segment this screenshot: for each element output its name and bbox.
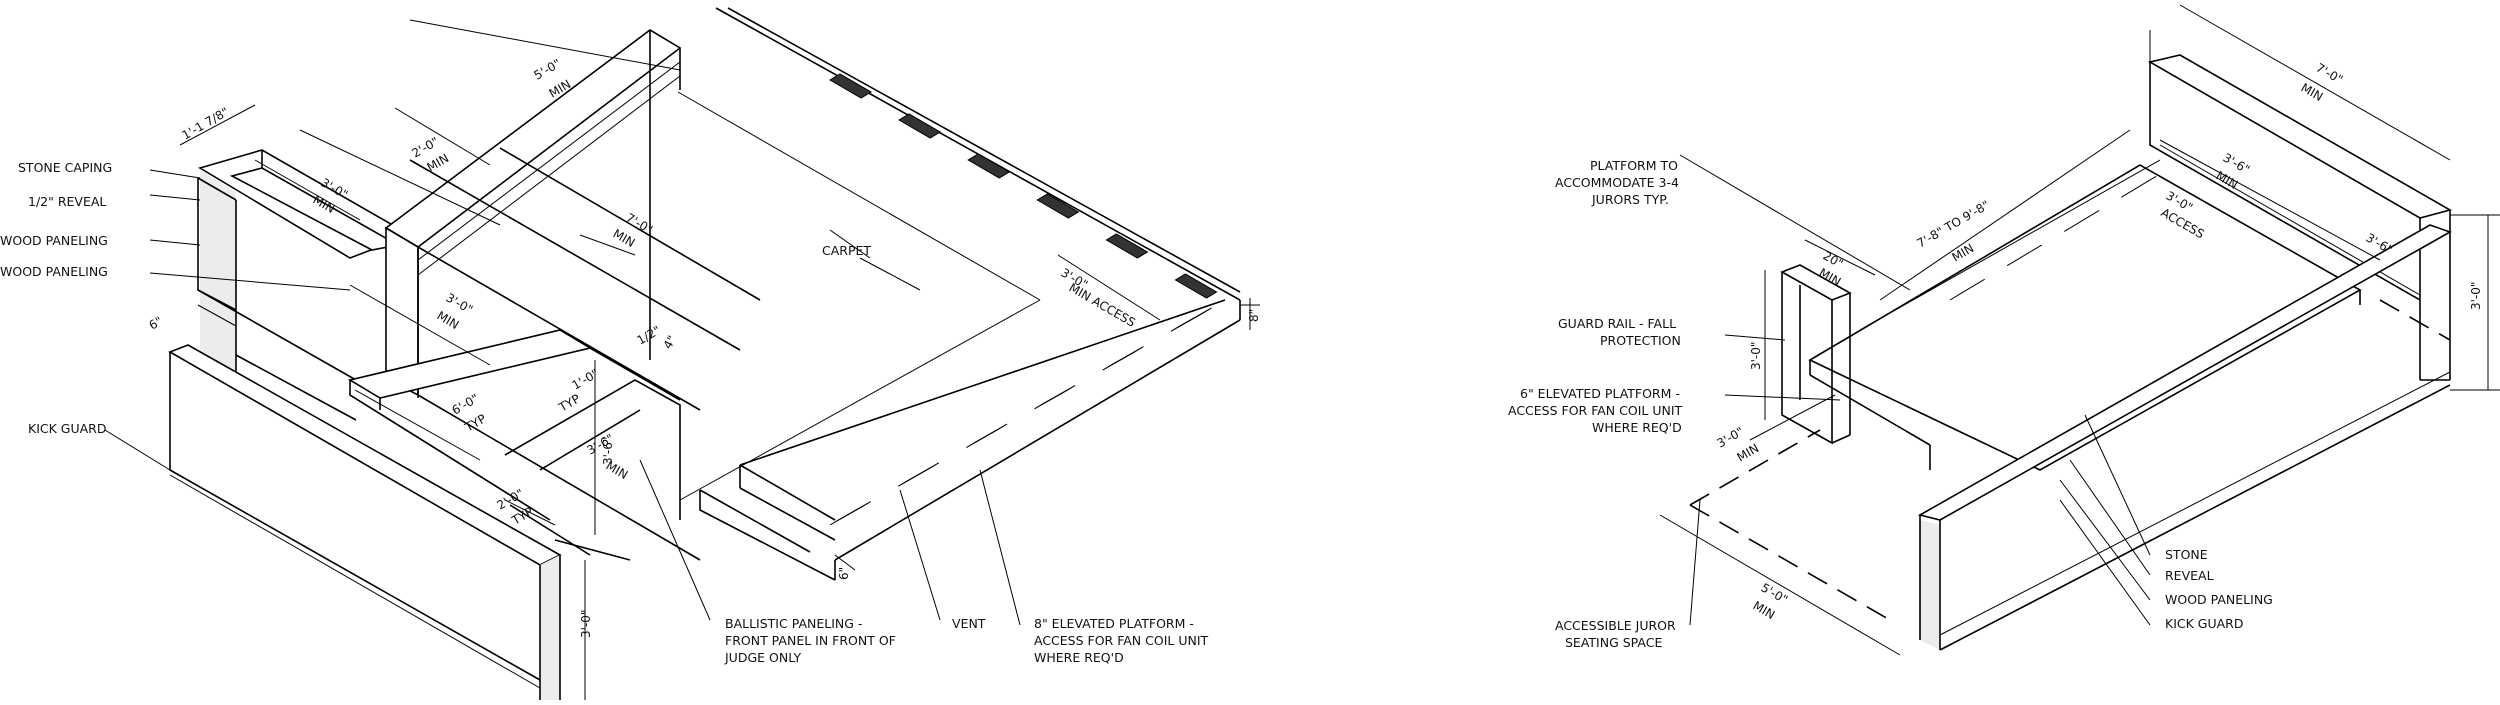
label-vent: VENT xyxy=(952,616,986,631)
dim-8-in: 8" xyxy=(1247,309,1261,322)
label-ballistic-3: JUDGE ONLY xyxy=(724,650,802,665)
rdim-3-0-v: 3'-0" xyxy=(2469,282,2483,310)
vent-segment xyxy=(1174,273,1218,299)
dim-6-in: 6" xyxy=(147,314,165,333)
label-platform-1: PLATFORM TO xyxy=(1590,158,1678,173)
dim-half: 1/2" xyxy=(635,323,664,348)
left-dimension-lines xyxy=(104,19,1260,700)
label-accessible-2: SEATING SPACE xyxy=(1565,635,1662,650)
label-accessible-1: ACCESSIBLE JUROR xyxy=(1555,618,1676,633)
rdim-3-6-b: 3'-6" xyxy=(2364,230,2396,256)
label-stone: STONE xyxy=(2165,547,2208,562)
label-elev6-3: WHERE REQ'D xyxy=(1592,420,1682,435)
dim-3-6-v: 3'-6" xyxy=(601,437,615,465)
label-platform8-2: ACCESS FOR FAN COIL UNIT xyxy=(1034,633,1209,648)
label-platform-2: ACCOMMODATE 3-4 xyxy=(1555,175,1679,190)
vent-strips xyxy=(829,73,1218,526)
dim-min-e: MIN xyxy=(435,308,462,332)
vent-segment xyxy=(898,113,942,139)
vent-segment xyxy=(1170,307,1212,332)
label-guard-2: PROTECTION xyxy=(1600,333,1681,348)
jury-box-drawing: PLATFORM TO ACCOMMODATE 3-4 JURORS TYP. … xyxy=(1508,4,2500,656)
vent-segment xyxy=(829,73,873,99)
rdim-min-f: MIN xyxy=(1751,598,1778,622)
vent-segment xyxy=(966,423,1008,448)
vent-segment xyxy=(1036,193,1080,219)
rdim-7-0: 7'-0" xyxy=(2314,60,2346,86)
dim-4-in: 4" xyxy=(660,333,679,351)
label-guard-1: GUARD RAIL - FALL xyxy=(1558,316,1676,331)
jury-platform xyxy=(1808,159,2362,471)
vent-segment xyxy=(2064,210,2100,232)
dim-1-0: 1'-0" xyxy=(570,366,602,392)
label-platform-3: JURORS TYP. xyxy=(1591,192,1669,207)
rdim-7-8-to-9-8: 7'-8" TO 9'-8" xyxy=(1915,198,1992,251)
dim-1-7-8: 1'-1 7/8" xyxy=(180,105,232,143)
platform-floor xyxy=(677,7,1241,581)
label-stone-caping: STONE CAPING xyxy=(18,160,112,175)
label-elev6-2: ACCESS FOR FAN COIL UNIT xyxy=(1508,403,1683,418)
label-half-reveal: 1/2" REVEAL xyxy=(28,194,106,209)
vent-segment xyxy=(1034,384,1076,410)
judge-desk xyxy=(384,29,761,561)
vent-segment xyxy=(2121,175,2157,198)
vent-segment xyxy=(897,462,940,487)
label-reveal: REVEAL xyxy=(2165,568,2214,583)
jury-vent-strips xyxy=(1949,175,2157,301)
clerk-desk xyxy=(347,329,681,561)
accessible-seating-space xyxy=(1689,299,2451,621)
vent-segment xyxy=(829,501,871,526)
dim-typ-a: TYP xyxy=(462,412,489,436)
vent-segment xyxy=(1949,278,1985,301)
label-ballistic-2: FRONT PANEL IN FRONT OF xyxy=(725,633,896,648)
rdim-min-a: MIN xyxy=(2299,80,2326,104)
dim-3-0-v: 3'-0" xyxy=(579,610,593,638)
label-kick-guard: KICK GUARD xyxy=(28,421,106,436)
vent-segment xyxy=(2006,244,2043,267)
dim-5-0: 5'-0" xyxy=(532,56,564,82)
guard-rail xyxy=(1780,264,1852,445)
label-wood-paneling: WOOD PANELING xyxy=(2165,592,2273,607)
dim-min-b: MIN xyxy=(425,151,452,175)
judge-bench-drawing: STONE CAPING 1/2" REVEAL WOOD PANELING W… xyxy=(0,7,1261,700)
label-wood-paneling-1: WOOD PANELING xyxy=(0,233,108,248)
label-platform8-1: 8" ELEVATED PLATFORM - xyxy=(1034,616,1194,631)
right-dimension-lines xyxy=(1659,4,2500,656)
rdim-min-e: MIN xyxy=(1735,441,1762,465)
label-carpet: CARPET xyxy=(822,243,871,258)
rdim-3-0-rail: 3'-0" xyxy=(1749,342,1763,370)
rdim-min-c: MIN xyxy=(1950,241,1977,265)
vent-segment xyxy=(1105,233,1149,259)
jury-back-wall xyxy=(2147,54,2453,381)
right-callouts: PLATFORM TO ACCOMMODATE 3-4 JURORS TYP. … xyxy=(1508,158,2273,650)
label-wood-paneling-2: WOOD PANELING xyxy=(0,264,108,279)
vent-segment xyxy=(1102,346,1144,371)
vent-segment xyxy=(967,153,1011,179)
label-elev6-1: 6" ELEVATED PLATFORM - xyxy=(1520,386,1680,401)
dim-typ-b: TYP xyxy=(556,392,583,416)
label-platform8-3: WHERE REQ'D xyxy=(1034,650,1124,665)
rdim-3-0-min: 3'-0" xyxy=(1715,424,1747,450)
front-wall xyxy=(168,344,562,700)
dim-min-d: MIN xyxy=(611,226,638,250)
dim-min-access: MIN ACCESS xyxy=(1067,280,1138,329)
left-callouts: STONE CAPING 1/2" REVEAL WOOD PANELING W… xyxy=(0,160,1209,665)
label-kick-guard-right: KICK GUARD xyxy=(2165,616,2243,631)
jury-front-wall xyxy=(1917,224,2452,651)
label-ballistic-1: BALLISTIC PANELING - xyxy=(725,616,862,631)
dim-6-in-b: 6" xyxy=(837,567,851,580)
